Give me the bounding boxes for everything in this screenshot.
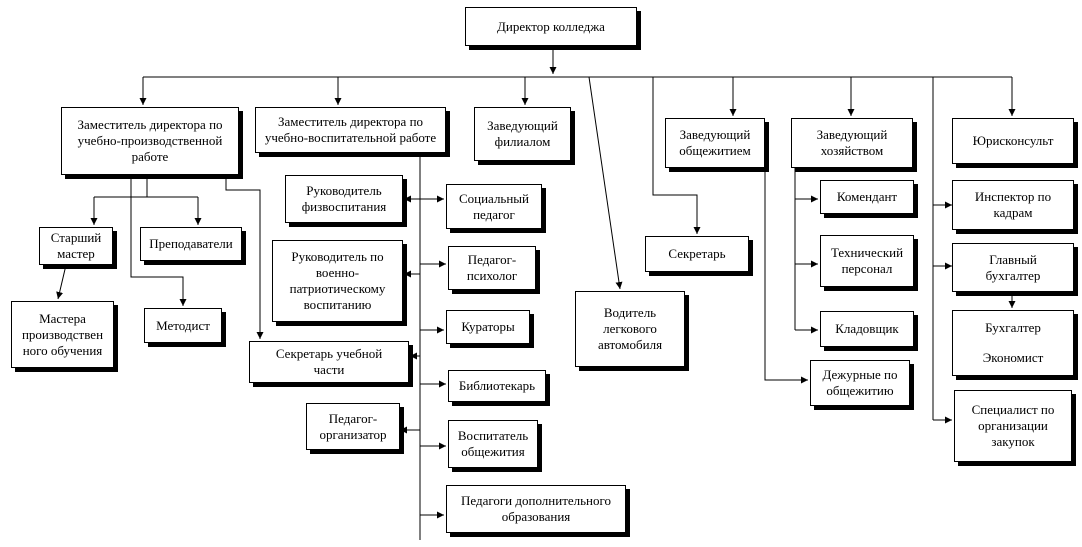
tech-staff-box: Технический персонал — [820, 235, 914, 287]
phys-ed-box: Руководитель физвоспитания — [285, 175, 403, 223]
masters-box: Мастера производствен ного обучения — [11, 301, 114, 368]
commandant-box: Комендант — [820, 180, 914, 214]
director-box: Директор колледжа — [465, 7, 637, 46]
hr-inspector-box: Инспектор по кадрам — [952, 180, 1074, 230]
chief-accountant-box: Главный бухгалтер — [952, 243, 1074, 292]
dorm-duty-box: Дежурные по общежитию — [810, 360, 910, 406]
curators-box: Кураторы — [446, 310, 530, 344]
librarian-box: Библиотекарь — [448, 370, 546, 402]
military-ed-box: Руководитель по военно- патриотическому … — [272, 240, 403, 322]
organizer-box: Педагог- организатор — [306, 403, 400, 450]
dorm-educator-box: Воспитатель общежития — [448, 420, 538, 468]
methodist-box: Методист — [144, 308, 222, 343]
procurement-box: Специалист по организации закупок — [954, 390, 1072, 462]
household-head-box: Заведующий хозяйством — [791, 118, 913, 168]
teachers-box: Преподаватели — [140, 227, 242, 261]
deputy-production-box: Заместитель директора по учебно-производ… — [61, 107, 239, 175]
extra-education-box: Педагоги дополнительного образования — [446, 485, 626, 533]
senior-master-box: Старший мастер — [39, 227, 113, 265]
legal-box: Юрисконсульт — [952, 118, 1074, 164]
storekeeper-box: Кладовщик — [820, 311, 914, 347]
deputy-education-box: Заместитель директора по учебно-воспитат… — [255, 107, 446, 153]
driver-box: Водитель легкового автомобиля — [575, 291, 685, 367]
branch-head-box: Заведующий филиалом — [474, 107, 571, 161]
social-pedagogue-box: Социальный педагог — [446, 184, 542, 229]
accounting-box: Бухгалтер Экономист — [952, 310, 1074, 376]
accountant-label: Бухгалтер — [985, 320, 1041, 335]
study-secretary-box: Секретарь учебной части — [249, 341, 409, 383]
secretary-box: Секретарь — [645, 236, 749, 272]
economist-label: Экономист — [982, 350, 1044, 365]
psychologist-box: Педагог- психолог — [448, 246, 536, 290]
dorm-head-box: Заведующий общежитием — [665, 118, 765, 168]
